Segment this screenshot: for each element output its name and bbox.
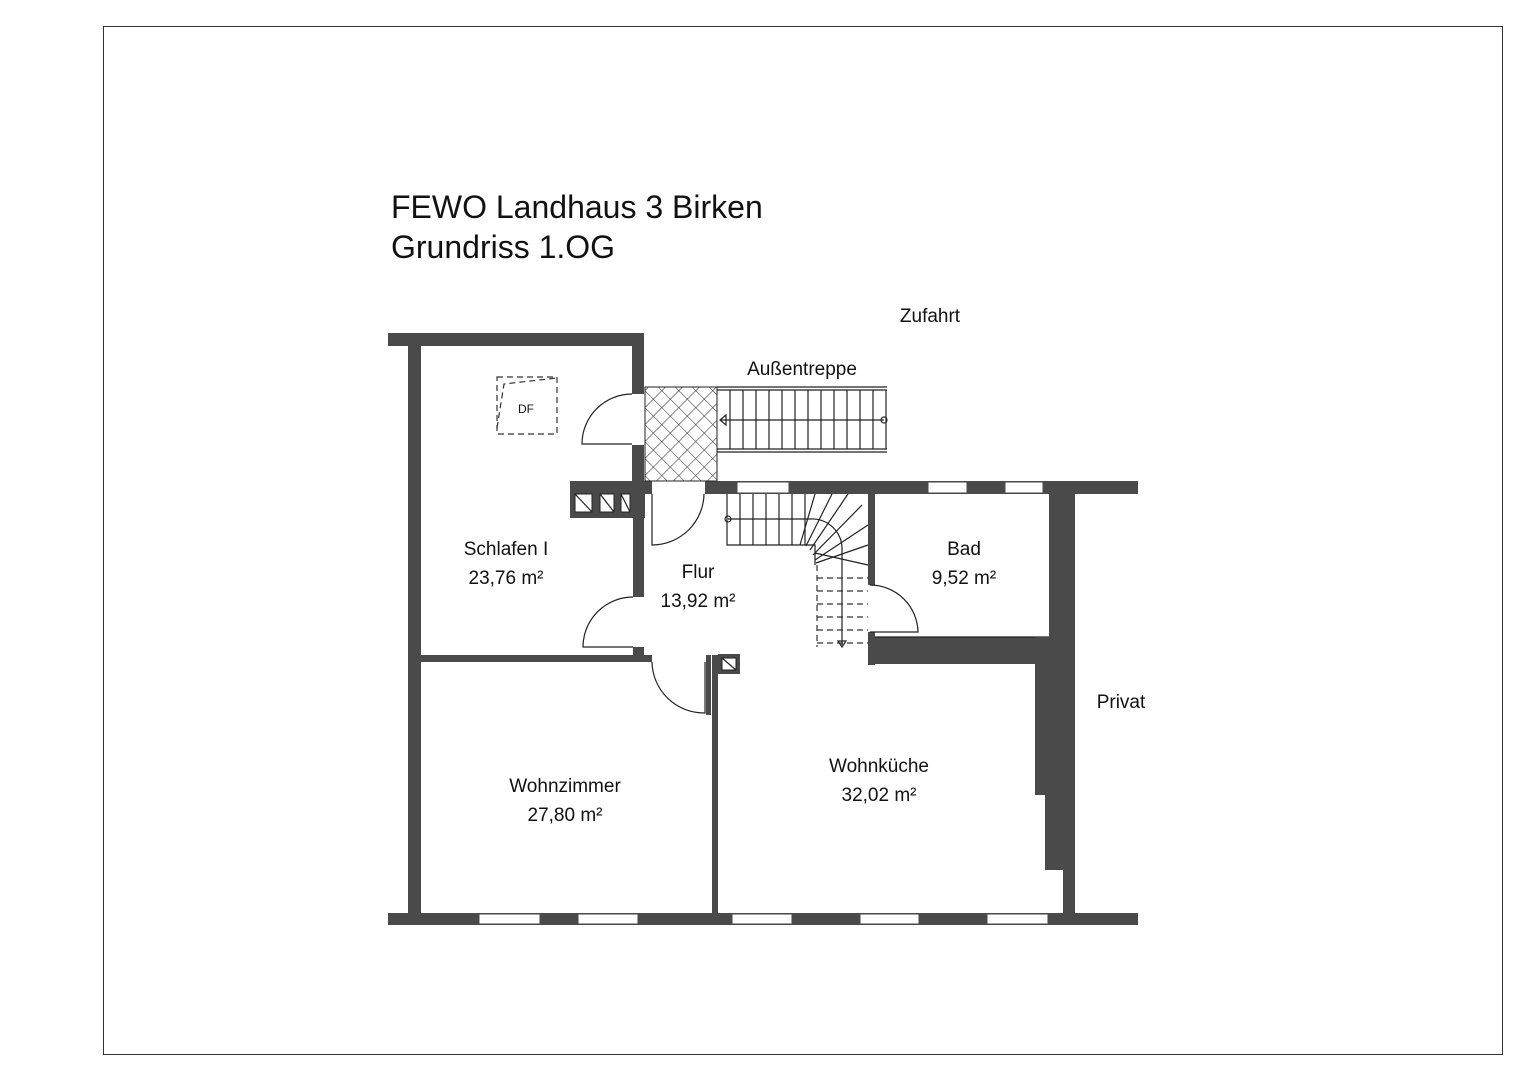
label-privat: Privat	[1097, 692, 1146, 713]
room-name: Schlafen I	[464, 539, 549, 560]
room-name: Wohnküche	[829, 756, 929, 777]
room-area: 13,92 m²	[661, 591, 736, 612]
room-area: 32,02 m²	[842, 785, 917, 806]
plan-subtitle: Grundriss 1.OG	[391, 229, 615, 265]
stair-tread	[812, 504, 863, 556]
stair-tread	[809, 493, 849, 551]
room-name: Flur	[682, 562, 715, 583]
room-area: 9,52 m²	[932, 568, 996, 589]
room-name: Bad	[947, 539, 981, 560]
doors	[581, 393, 919, 714]
room-area: 23,76 m²	[469, 568, 544, 589]
dachfenster: DF	[496, 376, 558, 435]
page-frame	[103, 26, 1503, 1055]
label-aussentreppe: Außentreppe	[747, 359, 857, 380]
room-name: Wohnzimmer	[509, 776, 621, 797]
svg-text:DF: DF	[518, 402, 534, 416]
exterior-stair	[644, 386, 888, 482]
label-zufahrt: Zufahrt	[900, 306, 961, 327]
walls	[388, 333, 1138, 925]
room-area: 27,80 m²	[528, 805, 603, 826]
plan-title: FEWO Landhaus 3 Birken	[391, 189, 763, 225]
interior-stair	[724, 493, 869, 649]
room-labels: Schlafen I 23,76 m² Flur 13,92 m² Bad 9,…	[464, 539, 996, 826]
